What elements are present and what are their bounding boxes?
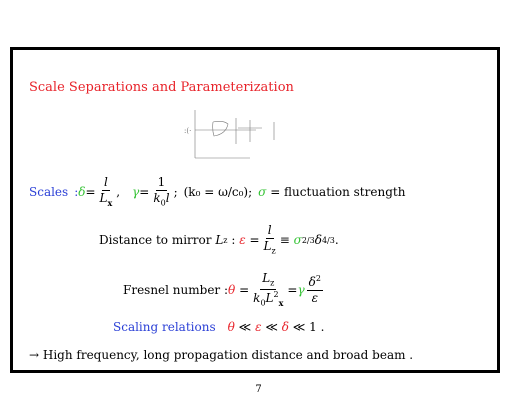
conclusion-text: → High frequency, long propagation dista… (29, 348, 414, 362)
delta-fraction: l Lx (99, 175, 113, 208)
epsilon-fraction: l Lz (263, 223, 276, 256)
scales-label: Scales (29, 185, 69, 200)
scales-row: Scales : δ = l Lx , γ = 1 k0l ; (k₀ = ω/… (29, 175, 406, 208)
fresnel-label: Fresnel number (123, 283, 221, 298)
relations-label: Scaling relations (113, 320, 216, 334)
sigma-symbol: σ (258, 185, 267, 200)
fresnel-fraction: Lz k0L2x (253, 271, 284, 308)
slide-frame: Scale Separations and Parameterization :… (10, 47, 500, 373)
gamma-fraction: 1 k0l (153, 175, 170, 208)
k0-definition: (k₀ = ω/c₀); (183, 185, 253, 200)
beam-diagram: :(· (184, 110, 275, 159)
theta-symbol: θ (228, 283, 236, 298)
page-number: 7 (255, 384, 262, 395)
epsilon-symbol: ε (239, 233, 246, 248)
slide-title: Scale Separations and Parameterization (29, 80, 294, 95)
gamma-symbol: γ (132, 185, 140, 200)
gamma-symbol-2: γ (297, 283, 305, 298)
gamma-ratio-fraction: δ2 ε (306, 274, 323, 306)
mirror-label: Distance to mirror (99, 233, 212, 248)
delta-symbol: δ (78, 185, 86, 200)
fresnel-row: Fresnel number : θ = Lz k0L2x = γ δ2 ε (123, 271, 323, 308)
relations-row: Scaling relations θ ≪ ε ≪ δ ≪ 1 . (113, 320, 325, 334)
sigma-text: = fluctuation strength (270, 185, 406, 200)
svg-text::(·: :(· (184, 127, 191, 135)
